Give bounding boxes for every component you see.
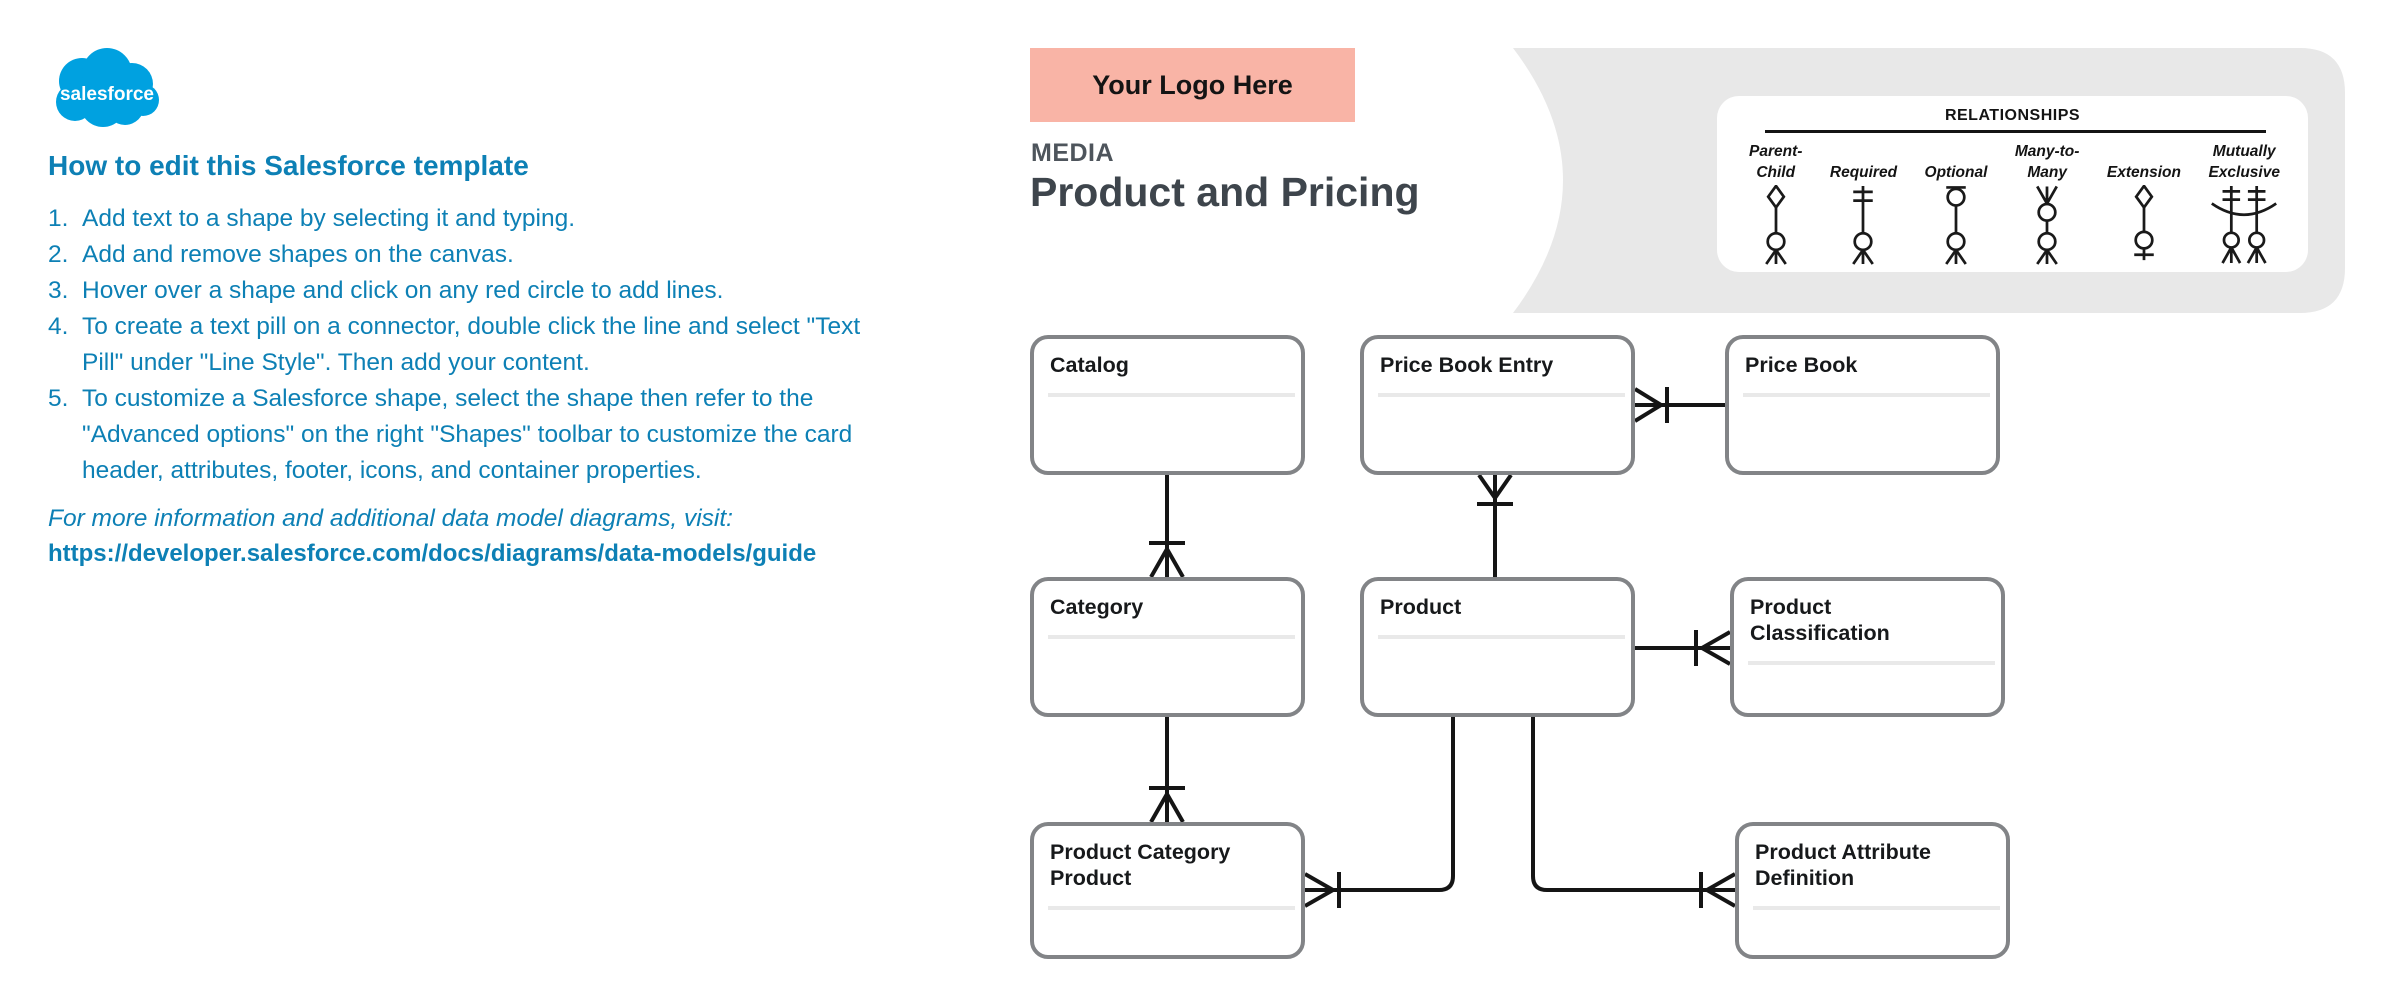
entity-product[interactable]: Product (1360, 577, 1635, 717)
legend-item-label: Optional (1924, 164, 1988, 181)
many-to-many-symbol (2036, 185, 2059, 265)
entity-divider (1753, 906, 2000, 910)
legend-item-label: Extension (2106, 164, 2181, 181)
optional-symbol (1945, 186, 1967, 265)
connector-product-product-attribute-definition[interactable] (1531, 717, 1736, 908)
salesforce-cloud-shape (56, 48, 159, 127)
entity-price-book-entry[interactable]: Price Book Entry (1360, 335, 1635, 475)
legend-items: Parent-Child Required Optional Many-to-M… (1717, 133, 2308, 265)
connector-catalog-category[interactable] (1149, 474, 1185, 578)
connector-product-price-book-entry[interactable] (1477, 473, 1513, 577)
instruction-item: 5. To customize a Salesforce shape, sele… (48, 381, 888, 489)
instruction-text: To customize a Salesforce shape, select … (82, 385, 853, 484)
salesforce-logo: salesforce (56, 48, 159, 127)
instruction-text: To create a text pill on a connector, do… (82, 313, 861, 376)
instruction-text: Add text to a shape by selecting it and … (82, 205, 576, 232)
entity-divider (1748, 661, 1995, 665)
instruction-number: 2. (48, 241, 69, 268)
entity-title: Price Book (1745, 353, 1858, 377)
legend-rule (1765, 130, 2266, 133)
logo-placeholder[interactable]: Your Logo Here (1030, 48, 1355, 122)
extension-symbol (2134, 185, 2154, 261)
legend-title: RELATIONSHIPS (1944, 107, 2081, 124)
entity-divider (1048, 906, 1295, 910)
legend-item-required: Required (1830, 138, 1897, 265)
doc-category: MEDIA (1031, 139, 1115, 167)
entity-title: Price Book Entry (1380, 353, 1554, 377)
entity-title: Product (1380, 595, 1462, 619)
connector-product-product-category-product[interactable] (1304, 717, 1455, 908)
legend-item-label: Required (1829, 164, 1898, 181)
instruction-text: Hover over a shape and click on any red … (82, 277, 724, 304)
entity-divider (1378, 635, 1625, 639)
legend-item-label: Parent-Child (1749, 143, 1803, 181)
legend-item-label: Many-to-Many (2014, 143, 2080, 181)
instruction-item: 1. Add text to a shape by selecting it a… (48, 201, 888, 237)
legend-item-optional: Optional (1924, 138, 1988, 265)
entity-divider (1048, 393, 1295, 397)
required-symbol (1852, 185, 1875, 265)
entity-title: Catalog (1050, 353, 1129, 377)
data-models-guide-link[interactable]: https://developer.salesforce.com/docs/di… (48, 540, 817, 567)
instructions-heading: How to edit this Salesforce template (48, 150, 529, 181)
instruction-text: Add and remove shapes on the canvas. (82, 241, 514, 268)
instruction-item: 3. Hover over a shape and click on any r… (48, 273, 888, 309)
instruction-number: 5. (48, 385, 69, 412)
instruction-item: 4. To create a text pill on a connector,… (48, 309, 888, 381)
instruction-number: 4. (48, 313, 69, 340)
instructions-footer-note: For more information and additional data… (48, 505, 733, 532)
parent-child-symbol (1764, 185, 1787, 265)
entity-category[interactable]: Category (1030, 577, 1305, 717)
logo-placeholder-label: Your Logo Here (1092, 69, 1293, 100)
instruction-list: 1. Add text to a shape by selecting it a… (48, 201, 888, 489)
instruction-number: 3. (48, 277, 69, 304)
entity-divider (1743, 393, 1990, 397)
legend-item-parent-child: Parent-Child (1749, 138, 1802, 265)
connector-category-product-category-product[interactable] (1149, 717, 1185, 823)
legend-card: RELATIONSHIPS Parent-Child Required Opti… (1717, 96, 2308, 272)
entity-divider (1378, 393, 1625, 397)
salesforce-logo-text: salesforce (60, 84, 154, 105)
connector-price-book-entry-price-book[interactable] (1633, 387, 1725, 423)
connector-product-product-classification[interactable] (1635, 630, 1731, 666)
instruction-number: 1. (48, 205, 69, 232)
entity-catalog[interactable]: Catalog (1030, 335, 1305, 475)
legend-item-extension: Extension (2107, 138, 2181, 265)
page-title: Product and Pricing (1030, 169, 1420, 215)
legend-item-many-to-many: Many-to-Many (2014, 138, 2080, 265)
entity-title: Category (1050, 595, 1144, 619)
instruction-item: 2. Add and remove shapes on the canvas. (48, 237, 888, 273)
mutually-exclusive-symbol (2211, 185, 2278, 264)
entity-divider (1048, 635, 1295, 639)
entity-price-book[interactable]: Price Book (1725, 335, 2000, 475)
